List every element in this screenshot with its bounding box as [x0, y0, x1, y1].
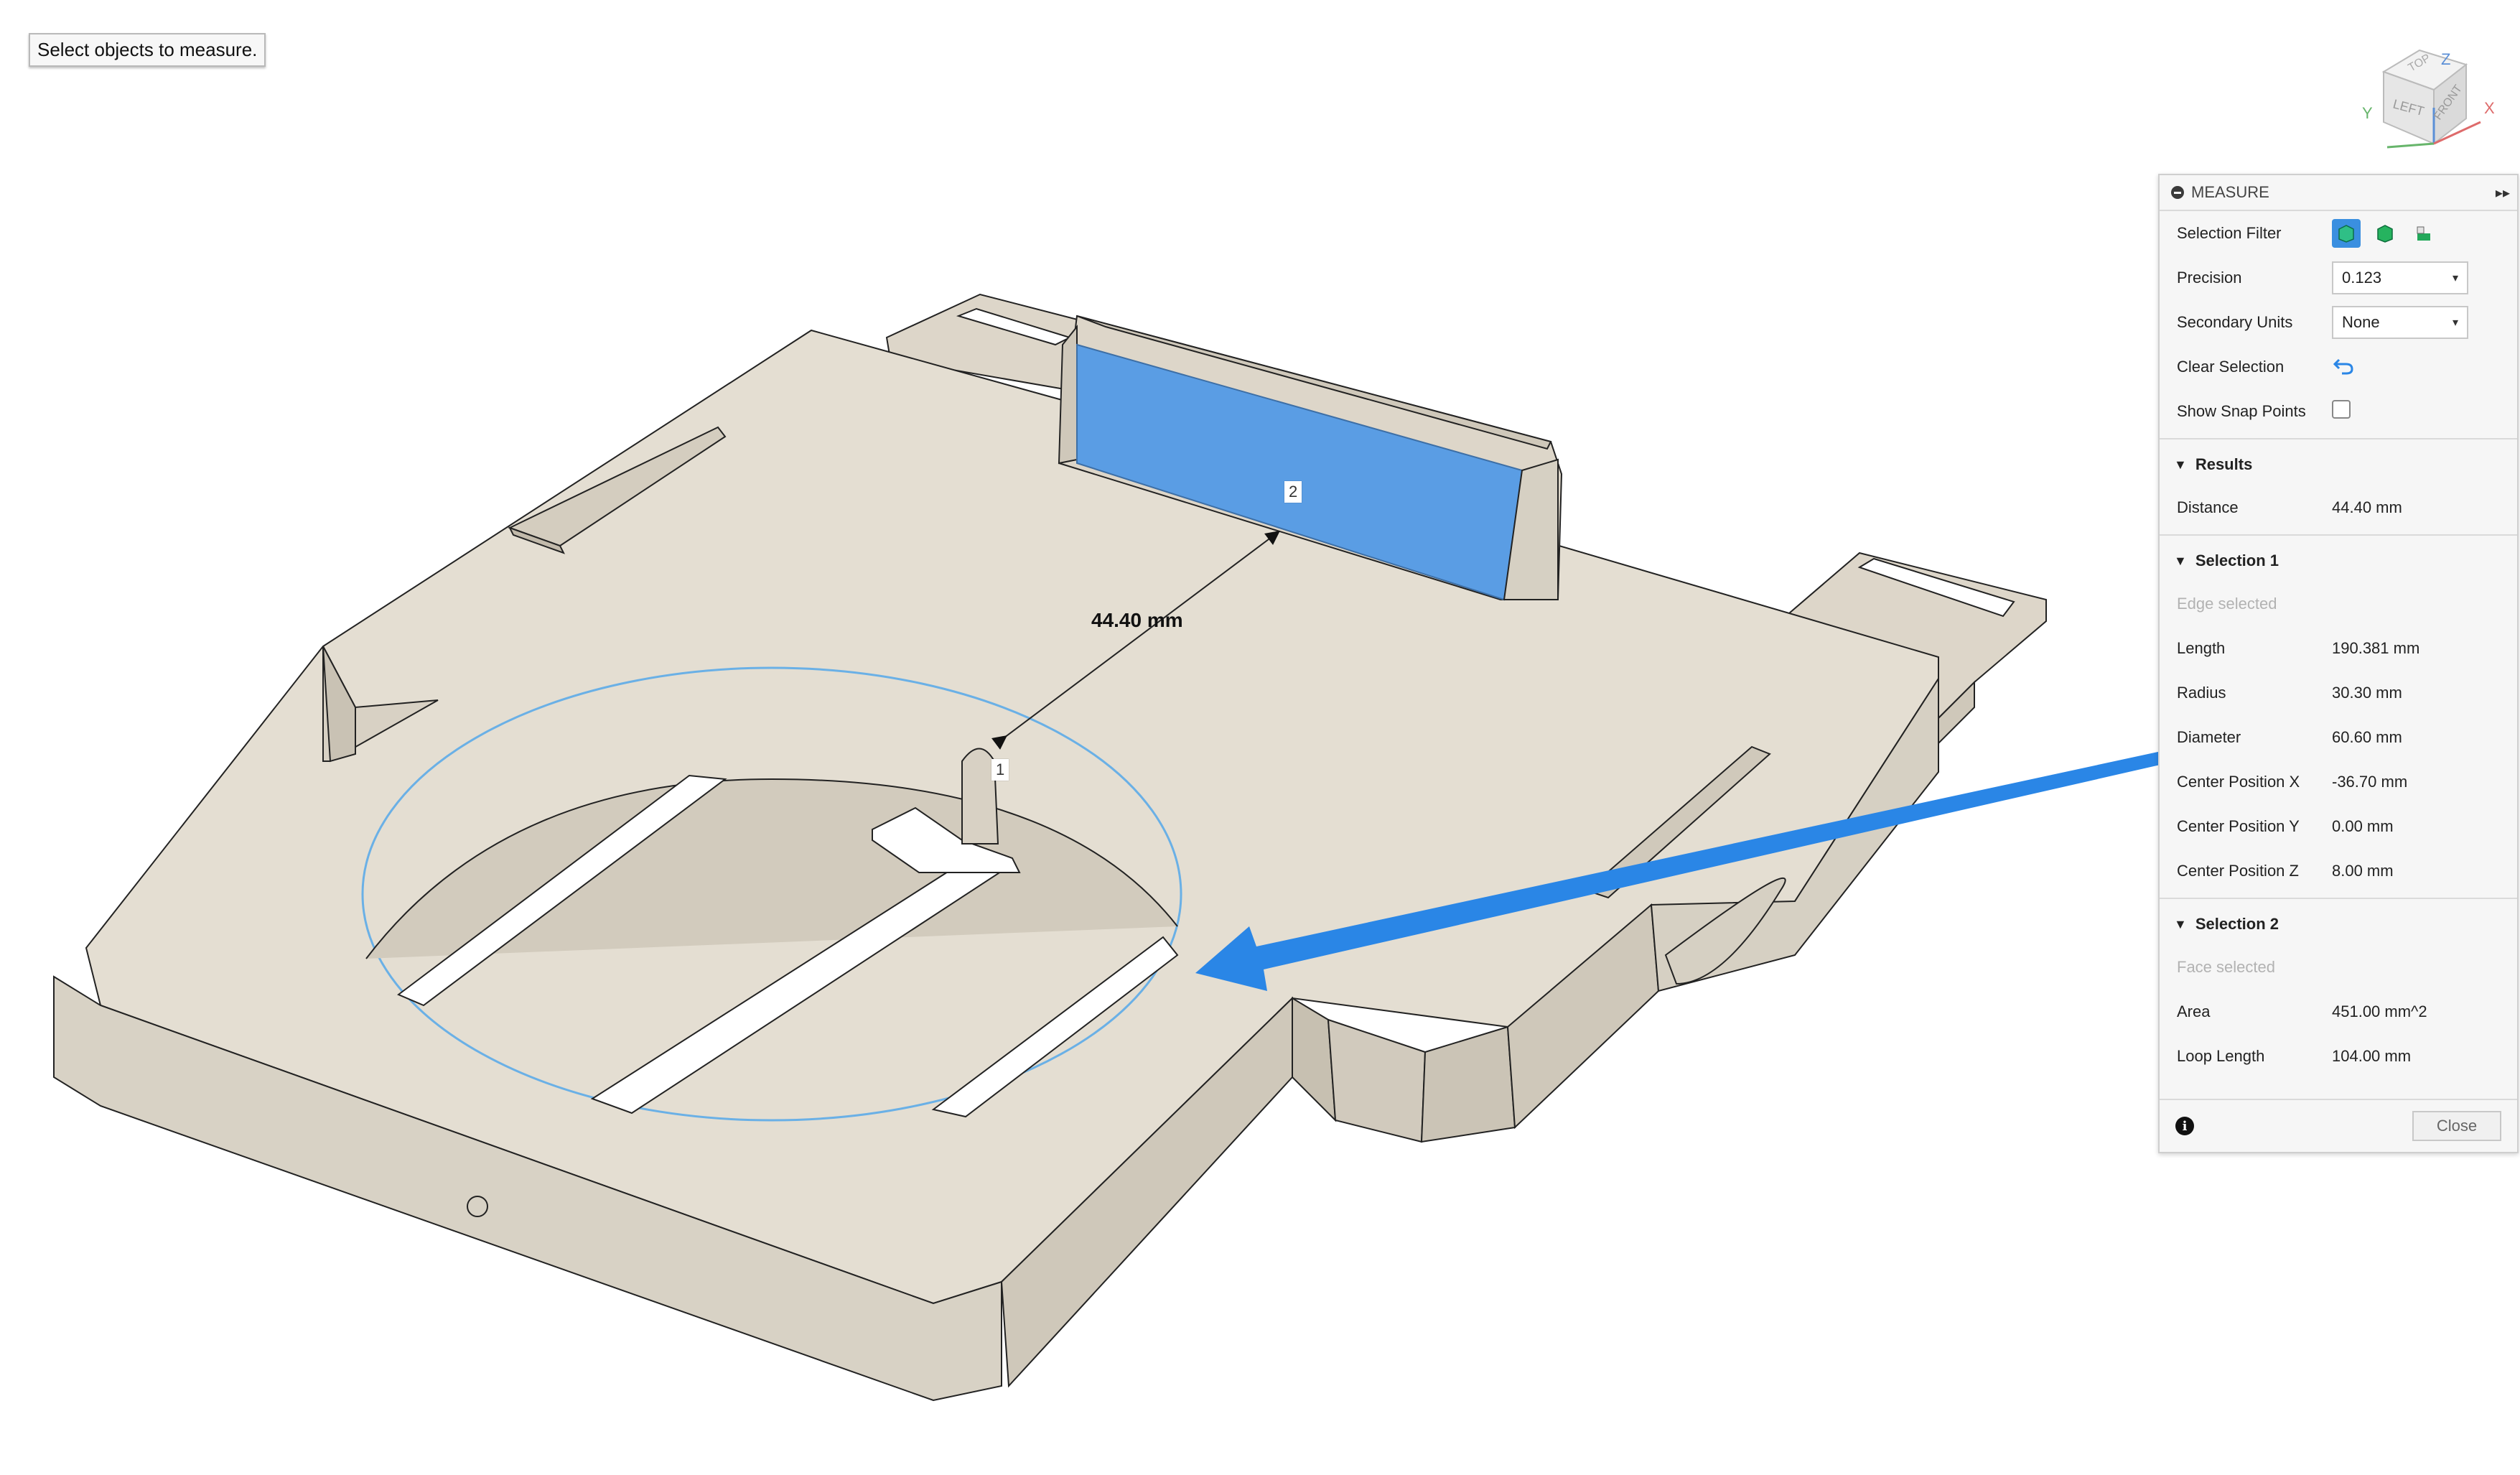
selection1-subtitle: Edge selected [2177, 595, 2277, 613]
measure-panel-header[interactable]: MEASURE ▸▸ [2160, 175, 2517, 211]
result-row: Area 451.00 mm^2 [2160, 990, 2517, 1034]
triangle-down-icon: ▼ [2174, 916, 2187, 931]
panel-title: MEASURE [2191, 183, 2269, 201]
secondary-units-dropdown[interactable]: None ▾ [2332, 306, 2468, 339]
precision-row: Precision 0.123 ▾ [2160, 256, 2517, 300]
selection2-title: Selection 2 [2195, 915, 2279, 933]
selection-tag-2: 2 [1284, 481, 1302, 503]
result-row: Loop Length 104.00 mm [2160, 1034, 2517, 1079]
triangle-down-icon: ▼ [2174, 457, 2187, 472]
result-label: Length [2177, 639, 2226, 657]
distance-value: 44.40 mm [2332, 498, 2402, 516]
selection2-section-header[interactable]: ▼ Selection 2 [2160, 903, 2517, 945]
result-row: Diameter 60.60 mm [2160, 715, 2517, 760]
show-snap-points-label: Show Snap Points [2177, 402, 2306, 420]
result-value: 190.381 mm [2332, 639, 2420, 657]
secondary-units-value: None [2342, 313, 2380, 331]
precision-value: 0.123 [2342, 269, 2382, 287]
panel-footer: i Close [2160, 1099, 2517, 1152]
circular-cutout [361, 666, 1182, 1122]
filter-body-icon[interactable] [2371, 219, 2399, 248]
result-label: Center Position Z [2177, 862, 2299, 880]
secondary-units-row: Secondary Units None ▾ [2160, 300, 2517, 345]
selection-tag-1: 1 [991, 759, 1009, 781]
status-prompt: Select objects to measure. [29, 33, 266, 67]
raised-wall [1058, 315, 1563, 601]
selection-filter-label: Selection Filter [2177, 224, 2282, 242]
result-value: 30.30 mm [2332, 684, 2402, 702]
show-snap-points-row: Show Snap Points [2160, 389, 2517, 434]
axis-z-label: Z [2441, 50, 2450, 68]
result-label: Radius [2177, 684, 2226, 702]
selection1-section-header[interactable]: ▼ Selection 1 [2160, 540, 2517, 582]
dimension-line [991, 531, 1280, 750]
result-row: Center Position Y 0.00 mm [2160, 804, 2517, 849]
axis-x-label: X [2484, 99, 2495, 117]
filter-face-icon[interactable] [2332, 219, 2361, 248]
filter-component-icon[interactable] [2409, 219, 2438, 248]
results-title: Results [2195, 455, 2253, 473]
result-row: Radius 30.30 mm [2160, 671, 2517, 715]
result-label: Center Position Y [2177, 817, 2300, 835]
measure-panel: MEASURE ▸▸ Selection Filter Precision 0.… [2158, 174, 2519, 1153]
results-section-header[interactable]: ▼ Results [2160, 444, 2517, 485]
precision-label: Precision [2177, 269, 2242, 287]
chevron-down-icon: ▾ [2452, 317, 2458, 329]
selection2-subtitle-row: Face selected [2160, 945, 2517, 990]
result-value: 104.00 mm [2332, 1047, 2412, 1065]
selection1-title: Selection 1 [2195, 552, 2279, 569]
secondary-units-label: Secondary Units [2177, 313, 2293, 331]
result-label: Area [2177, 1002, 2211, 1020]
annotation-arrow [1195, 750, 2170, 991]
view-cube[interactable]: TOP LEFT FRONT X Y Z [2355, 29, 2498, 165]
result-value: 0.00 mm [2332, 817, 2394, 835]
clear-selection-label: Clear Selection [2177, 358, 2285, 376]
result-row: Length 190.381 mm [2160, 626, 2517, 671]
triangle-down-icon: ▼ [2174, 553, 2187, 568]
undo-icon[interactable] [2332, 354, 2500, 380]
chevron-down-icon: ▾ [2452, 272, 2458, 284]
result-label: Center Position X [2177, 773, 2300, 791]
clear-selection-row: Clear Selection [2160, 345, 2517, 389]
expand-icon[interactable]: ▸▸ [2495, 185, 2510, 201]
result-value: -36.70 mm [2332, 773, 2408, 791]
dimension-label: 44.40 mm [1091, 609, 1183, 631]
result-label: Loop Length [2177, 1047, 2265, 1065]
result-label: Diameter [2177, 728, 2241, 746]
snap-points-checkbox[interactable] [2332, 400, 2351, 419]
close-button[interactable]: Close [2412, 1111, 2501, 1141]
result-value: 60.60 mm [2332, 728, 2402, 746]
distance-label: Distance [2177, 498, 2239, 516]
info-icon[interactable]: i [2175, 1117, 2194, 1135]
precision-dropdown[interactable]: 0.123 ▾ [2332, 261, 2468, 294]
front-hole [467, 1196, 488, 1217]
selection-filter-row: Selection Filter [2160, 211, 2517, 256]
result-value: 451.00 mm^2 [2332, 1002, 2427, 1020]
base-plate-front [53, 975, 1002, 1402]
result-row: Center Position X -36.70 mm [2160, 760, 2517, 804]
distance-row: Distance 44.40 mm [2160, 485, 2517, 530]
selection1-subtitle-row: Edge selected [2160, 582, 2517, 626]
axis-y-label: Y [2362, 104, 2373, 122]
result-row: Center Position Z 8.00 mm [2160, 849, 2517, 893]
result-value: 8.00 mm [2332, 862, 2394, 880]
collapse-icon[interactable] [2171, 186, 2184, 199]
selection2-subtitle: Face selected [2177, 958, 2275, 976]
